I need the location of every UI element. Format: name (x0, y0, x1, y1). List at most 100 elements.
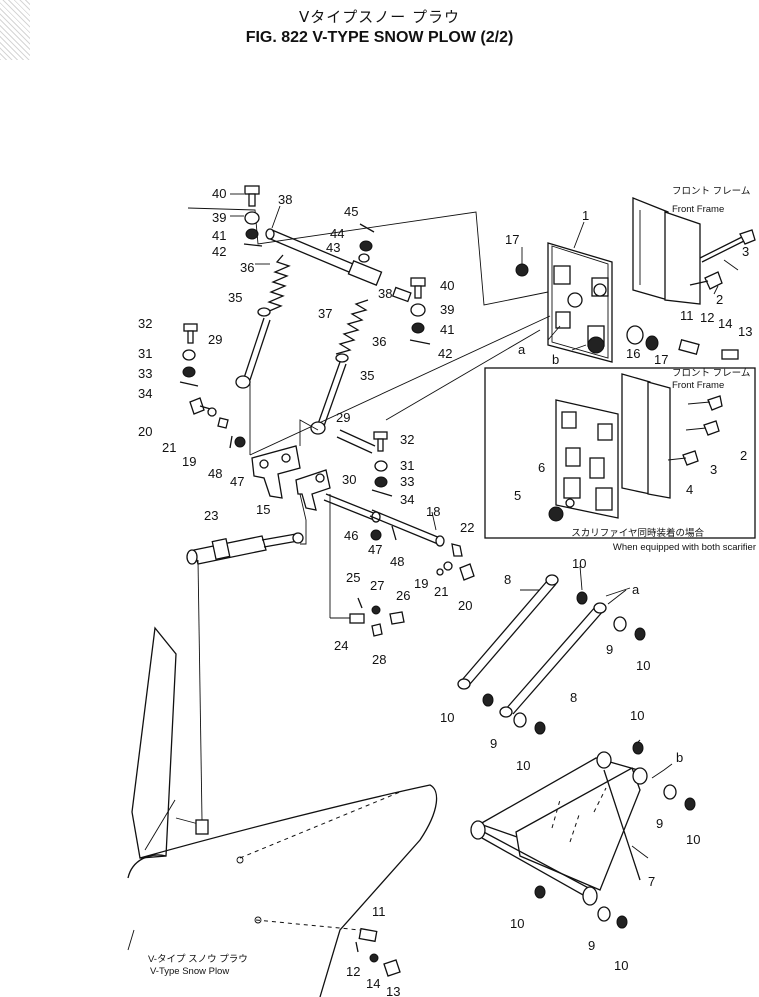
part-number: 24 (334, 638, 348, 653)
part-number: 34 (400, 492, 414, 507)
part-number: 36 (372, 334, 386, 349)
leader-a-rod (605, 587, 631, 597)
part-number: 33 (138, 366, 152, 381)
part-number: 40 (440, 278, 454, 293)
plow-caption: V-Type Snow Plow (150, 966, 229, 977)
part-number: 19 (414, 576, 428, 591)
part-number: 9 (588, 938, 595, 953)
part-number: 31 (138, 346, 152, 361)
bracket-1 (547, 242, 613, 363)
part-number: 46 (344, 528, 358, 543)
bolt-2 (689, 271, 723, 290)
part-number: 48 (208, 466, 222, 481)
leader-line (299, 493, 307, 545)
part-number: 23 (204, 508, 218, 523)
part-number: 10 (636, 658, 650, 673)
part-number: 3 (710, 462, 717, 477)
part-number: 42 (212, 244, 226, 259)
title-japanese: Vタイプスノー プラウ (298, 8, 461, 26)
marker-a: a (632, 582, 640, 597)
part-number: 11 (372, 904, 386, 919)
spring-36-right (335, 299, 369, 355)
bushings-9-10 (482, 591, 696, 929)
part-number: 6 (538, 460, 545, 475)
pin-46 (323, 493, 381, 523)
part-number: 10 (630, 708, 644, 723)
bar-37 (265, 228, 383, 286)
marker-b: b (552, 352, 559, 367)
part-number: 2 (740, 448, 747, 463)
frame-7 (470, 751, 648, 906)
bolt-32-left (179, 323, 199, 387)
part-number: 28 (372, 652, 386, 667)
part-number: 16 (626, 346, 640, 361)
marker-a: a (518, 342, 526, 357)
part-number: 12 (700, 310, 714, 325)
front-frame-label: Front Frame (672, 204, 724, 215)
part-number: 9 (490, 736, 497, 751)
rod-8-a (457, 574, 559, 690)
pin-bottom-11-12-13-14 (355, 927, 401, 977)
part-number: 41 (212, 228, 226, 243)
part-number: 22 (460, 520, 474, 535)
spring-36-left (266, 254, 291, 313)
part-number: 47 (368, 542, 382, 557)
part-number: 10 (614, 958, 628, 973)
washers-16-17 (515, 263, 659, 351)
part-number: 38 (278, 192, 292, 207)
part-number: 4 (686, 482, 693, 497)
part-number: 30 (342, 472, 356, 487)
part-number: 42 (438, 346, 452, 361)
part-number: 29 (208, 332, 222, 347)
rod-8-b (499, 602, 607, 718)
part-number-callouts: 1 3 2 17 11 12 14 13 16 17 2 3 4 6 5 40 … (138, 186, 752, 997)
part-number: 25 (346, 570, 360, 585)
part-number: 14 (718, 316, 732, 331)
part-number: 44 (330, 226, 344, 241)
part-number: 39 (212, 210, 226, 225)
bolt-32-right (371, 431, 393, 497)
bracket-1-inset (555, 399, 619, 519)
hydraulic-cylinder-23 (186, 532, 304, 565)
part-number: 8 (504, 572, 511, 587)
washers-47-48 (370, 525, 397, 541)
leader-line (299, 419, 319, 446)
part-number: 3 (742, 244, 749, 259)
part-number: 9 (606, 642, 613, 657)
part-number: 35 (360, 368, 374, 383)
pin-48-washer-47-left (229, 435, 246, 449)
part-number: 10 (516, 758, 530, 773)
plow-caption-jp: V-タイプ スノウ プラウ (148, 954, 248, 965)
part-number: 2 (716, 292, 723, 307)
bolt-3 (699, 229, 756, 263)
part-number: 34 (138, 386, 152, 401)
inset-caption-jp: スカリファイヤ同時装着の場合 (571, 527, 704, 539)
callout-leaders (230, 193, 739, 859)
part-number: 17 (654, 352, 668, 367)
pin-24 (329, 494, 405, 637)
front-frame-label-inset: Front Frame (672, 380, 724, 391)
part-number: 9 (656, 816, 663, 831)
pin-11 (678, 339, 700, 355)
part-number: 17 (505, 232, 519, 247)
part-number: 43 (326, 240, 340, 255)
leader-b (385, 329, 541, 421)
front-frame-plate (632, 197, 701, 305)
part-number: 18 (426, 504, 440, 519)
part-number: 37 (318, 306, 332, 321)
front-frame-label-inset-jp: フロント フレーム (672, 368, 750, 379)
snow-plow-body (127, 626, 438, 997)
part-number: 10 (686, 832, 700, 847)
front-frame-plate-inset (621, 373, 671, 499)
part-number: 47 (230, 474, 244, 489)
part-number: 19 (182, 454, 196, 469)
marker-b: b (676, 750, 683, 765)
bolt-40-right (409, 277, 431, 345)
inset-caption: When equipped with both scarifier (613, 542, 756, 553)
part-number: 10 (510, 916, 524, 931)
leader-line (197, 559, 203, 821)
part-number: 7 (648, 874, 655, 889)
part-number: 14 (366, 976, 380, 991)
part-number: 48 (390, 554, 404, 569)
washers-35 (257, 307, 349, 363)
